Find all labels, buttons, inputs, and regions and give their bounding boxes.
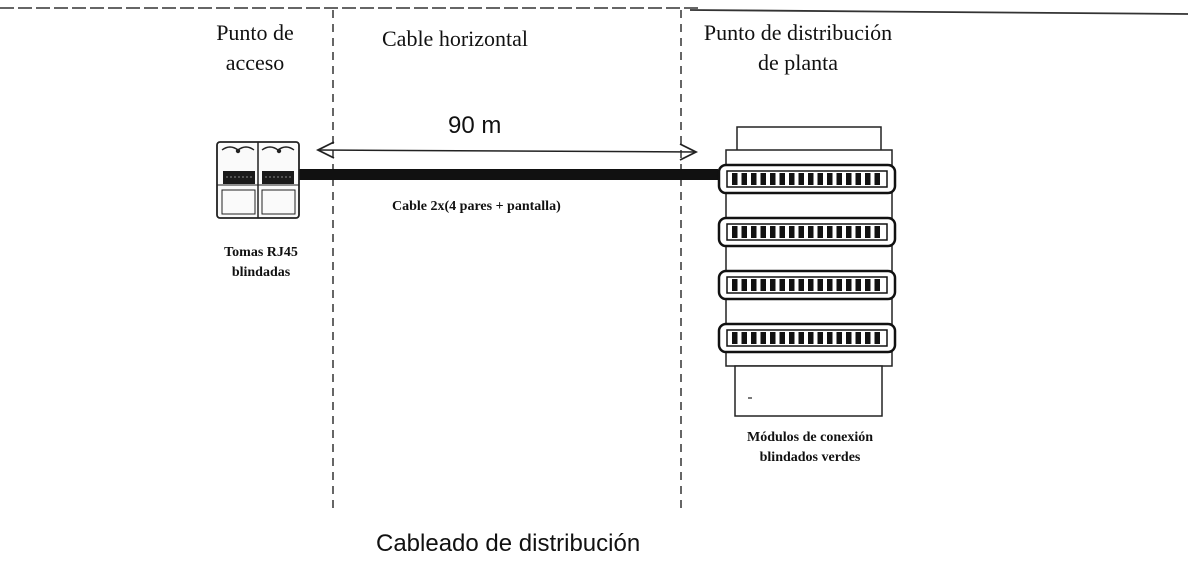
patch-panel-module [717,163,897,195]
distribution-rack-icon [717,126,897,417]
outlet-label: Tomas RJ45 blindadas [224,245,298,280]
section-access-point: Punto de acceso [216,20,294,75]
distance-label: 90 m [448,112,502,139]
patch-panel-module [717,269,897,301]
patch-panel-module [717,216,897,248]
section-horizontal-cable: Cable horizontal [382,26,529,51]
shielded-cable [298,169,718,180]
distance-arrow [315,141,699,161]
patch-panel-module [717,322,897,354]
rj45-outlet-icon [216,141,300,219]
diagram-caption: Cableado de distribución [376,530,641,557]
section-floor-distribution: Punto de distribución de planta [703,20,893,75]
top-border-right [689,9,1188,15]
cable-label: Cable 2x(4 pares + pantalla) [392,199,561,214]
modules-label: Módulos de conexión blindados verdes [746,430,873,465]
